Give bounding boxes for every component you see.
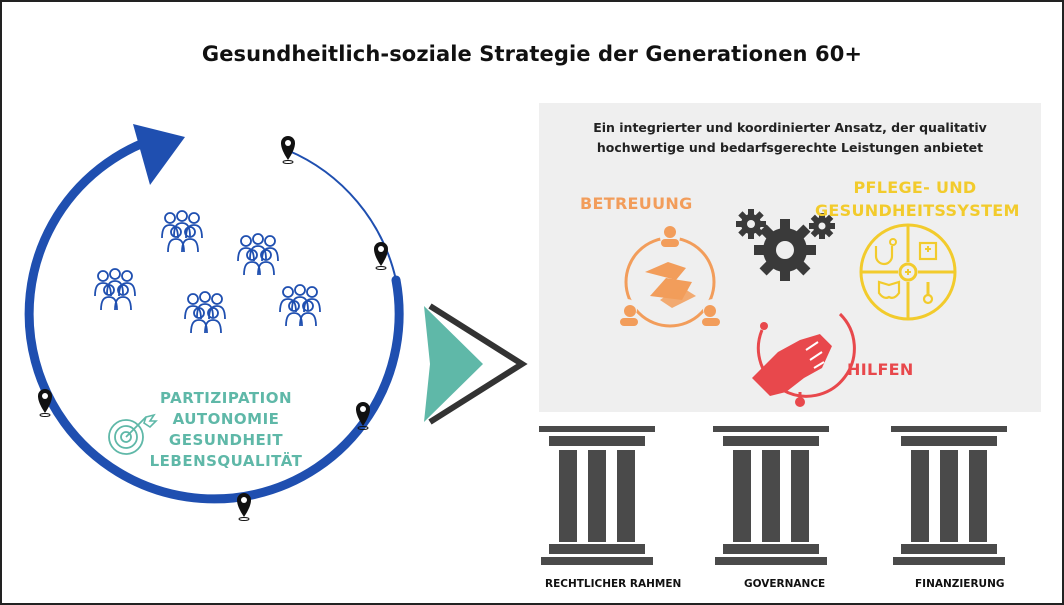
location-pin-icon: [374, 242, 388, 270]
cycle-arrow: [24, 124, 404, 504]
label-betreuung: BETREUUNG: [580, 194, 693, 213]
helping-hands-icon: [752, 312, 856, 407]
location-pin-icon: [38, 389, 52, 417]
pillar-label-rechtlicher-rahmen: RECHTLICHER RAHMEN: [545, 578, 682, 590]
center-chevron-arrow: [424, 303, 528, 425]
keyword-autonomie: AUTONOMIE: [172, 410, 280, 428]
location-pins: [38, 136, 388, 521]
location-pin-icon: [281, 136, 295, 164]
location-pin-icon: [237, 493, 251, 521]
values-keywords: PARTIZIPATION AUTONOMIE GESUNDHEIT LEBEN…: [146, 388, 306, 472]
panel-description: Ein integrierter und koordinierter Ansat…: [593, 120, 987, 155]
healthcare-system-icon: [859, 223, 957, 321]
keyword-lebensqualitaet: LEBENSQUALITÄT: [149, 452, 303, 470]
pillar-label-finanzierung: FINANZIERUNG: [915, 578, 1005, 590]
pillar-label-governance: GOVERNANCE: [744, 578, 826, 590]
pillar-legal-framework: [539, 426, 655, 565]
label-pflege-gesundheitssystem: PFLEGE- UND GESUNDHEITSSYSTEM: [815, 176, 1019, 222]
pillar-governance: [713, 426, 829, 565]
label-pflege-line2: GESUNDHEITSSYSTEM: [815, 201, 1020, 220]
label-pflege-line1: PFLEGE- UND: [853, 178, 977, 197]
betreuung-care-icon: [617, 226, 723, 328]
gears-icon: [736, 209, 835, 281]
cycle-arrowhead: [133, 124, 185, 185]
keyword-gesundheit: GESUNDHEIT: [168, 431, 284, 449]
pillar-financing: [891, 426, 1007, 565]
location-pin-icon: [356, 402, 370, 430]
label-hilfen: HILFEN: [847, 360, 914, 379]
target-icon: [108, 413, 158, 455]
keyword-partizipation: PARTIZIPATION: [159, 389, 293, 407]
infographic-title: Gesundheitlich-soziale Strategie der Gen…: [201, 42, 863, 66]
